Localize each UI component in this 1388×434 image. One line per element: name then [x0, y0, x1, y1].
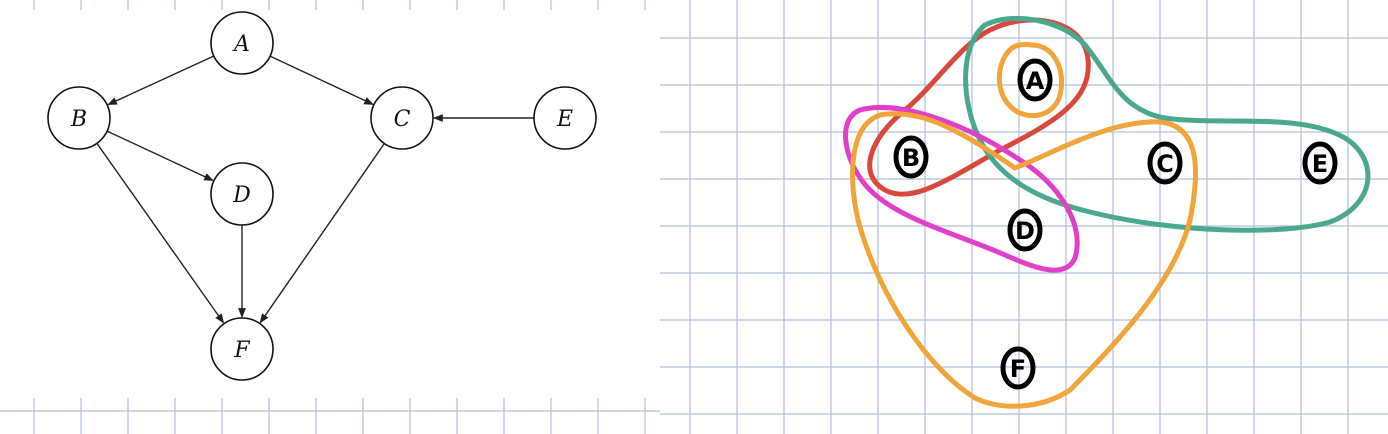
node-label: D [232, 183, 251, 208]
node-circle [533, 86, 597, 150]
node-label: B [70, 107, 87, 132]
node-circle [370, 86, 434, 150]
node-label: E [556, 107, 573, 132]
node-d: D [210, 162, 274, 226]
grid-paper [660, 0, 1388, 434]
sketch-node-ring [1000, 346, 1036, 390]
edge-b-d [106, 130, 214, 182]
sketch-node-e: E [1302, 141, 1338, 185]
sketch-node-ring [1302, 141, 1338, 185]
edge-a-b [107, 55, 215, 106]
sketch-node-ring [1147, 141, 1183, 185]
group-teal-outline [963, 15, 1371, 233]
directed-graph: A B C D E F [47, 11, 597, 381]
node-circle [210, 317, 274, 381]
bottom-grid-strip [0, 0, 660, 434]
sketch-node-ring [893, 135, 929, 179]
group-orange-a-outline [996, 41, 1065, 119]
edge-a-c [269, 55, 374, 106]
sketch-node-label: B [902, 144, 920, 172]
node-c: C [370, 86, 434, 150]
group-orange-outer-outline [850, 111, 1199, 409]
node-circle [210, 162, 274, 226]
sketch-node-f: F [1000, 346, 1036, 390]
node-label: C [394, 107, 411, 132]
edge-b-f [96, 142, 225, 324]
sketch-node-ring [1007, 208, 1043, 252]
node-b: B [47, 86, 111, 150]
sketch-node-label: F [1010, 355, 1026, 383]
node-label: F [233, 338, 250, 363]
sketch-node-label: A [1026, 67, 1045, 95]
sketch-node-label: C [1156, 150, 1174, 178]
group-magenta-outline [843, 105, 1080, 273]
sketch-node-label: D [1015, 217, 1035, 245]
sketch-node-label: E [1312, 150, 1328, 178]
sketch-node-c: C [1147, 141, 1183, 185]
edge-c-f [259, 143, 385, 324]
sketch-node-b: B [893, 135, 929, 179]
hand-drawn-sketch: A B C D E F [843, 15, 1371, 409]
node-f: F [210, 317, 274, 381]
node-circle [47, 86, 111, 150]
node-label: A [232, 32, 250, 57]
node-circle [210, 11, 274, 75]
sketch-node-a: A [1017, 58, 1053, 102]
sketch-node-d: D [1007, 208, 1043, 252]
sketch-node-ring [1017, 58, 1053, 102]
node-e: E [533, 86, 597, 150]
node-a: A [210, 11, 274, 75]
